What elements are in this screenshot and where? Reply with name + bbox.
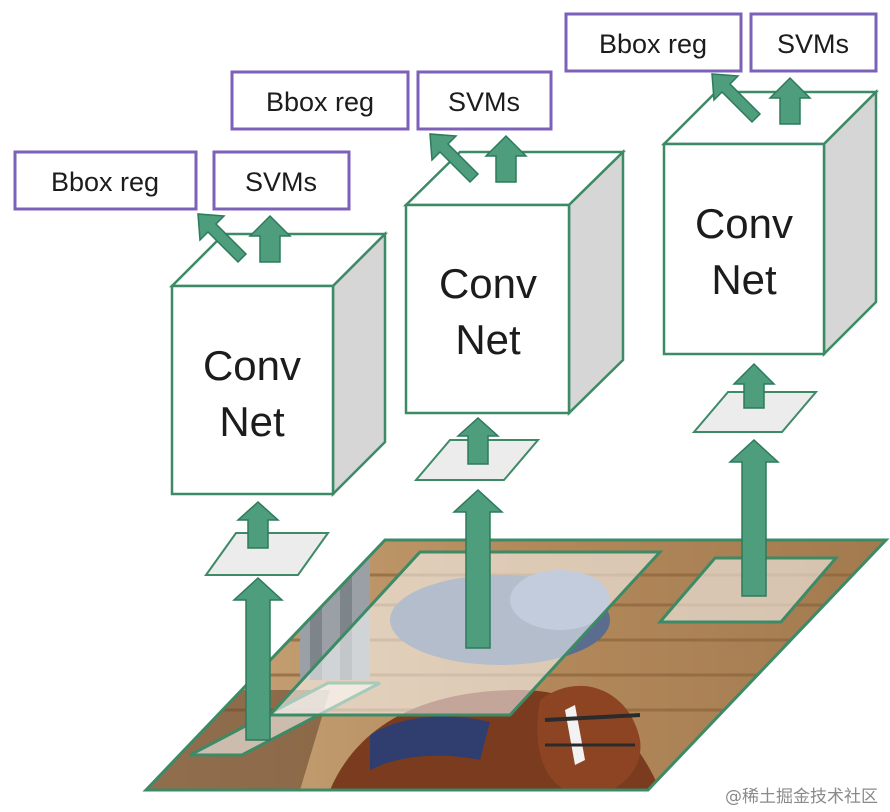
convnet-label-line1: Conv (695, 200, 793, 247)
convnet-label-line2: Net (219, 398, 285, 445)
svms-label: SVMs (448, 87, 520, 117)
svms-label: SVMs (777, 29, 849, 59)
bbox-reg-label: Bbox reg (599, 29, 707, 59)
arrow-up-icon (232, 576, 284, 741)
convnet-cube-3: Conv Net (660, 88, 880, 358)
image-plane-border (142, 538, 890, 792)
watermark: @稀土掘金技术社区 (725, 787, 878, 807)
arrow-up-icon (732, 362, 776, 409)
convnet-label-line1: Conv (439, 260, 537, 307)
bbox-reg-box-1: Bbox reg (13, 150, 198, 211)
bbox-reg-box-3: Bbox reg (564, 12, 743, 73)
svms-box-2: SVMs (416, 70, 553, 131)
convnet-cube-1: Conv Net (168, 230, 389, 498)
convnet-label-line1: Conv (203, 342, 301, 389)
warped-region-1 (204, 532, 330, 576)
convnet-label-line2: Net (711, 256, 777, 303)
region-proposal-2 (266, 550, 664, 717)
arrow-up-icon (236, 500, 280, 549)
arrow-up-icon (768, 76, 812, 125)
svms-box-1: SVMs (212, 150, 351, 211)
arrow-up-icon (728, 438, 780, 597)
arrow-up-left-icon (711, 73, 762, 124)
arrow-up-left-icon (197, 213, 248, 264)
bbox-reg-label: Bbox reg (266, 87, 374, 117)
arrow-up-icon (248, 214, 292, 263)
convnet-label-line2: Net (455, 316, 521, 363)
arrow-up-icon (452, 488, 504, 649)
svms-label: SVMs (245, 167, 317, 197)
arrow-up-left-icon (429, 133, 480, 184)
convnet-cube-2: Conv Net (402, 149, 627, 416)
arrow-up-icon (484, 134, 528, 183)
bbox-reg-label: Bbox reg (51, 167, 159, 197)
arrow-up-icon (456, 416, 500, 465)
warped-region-3 (691, 391, 819, 433)
svms-box-3: SVMs (749, 12, 878, 73)
bbox-reg-box-2: Bbox reg (230, 70, 410, 131)
